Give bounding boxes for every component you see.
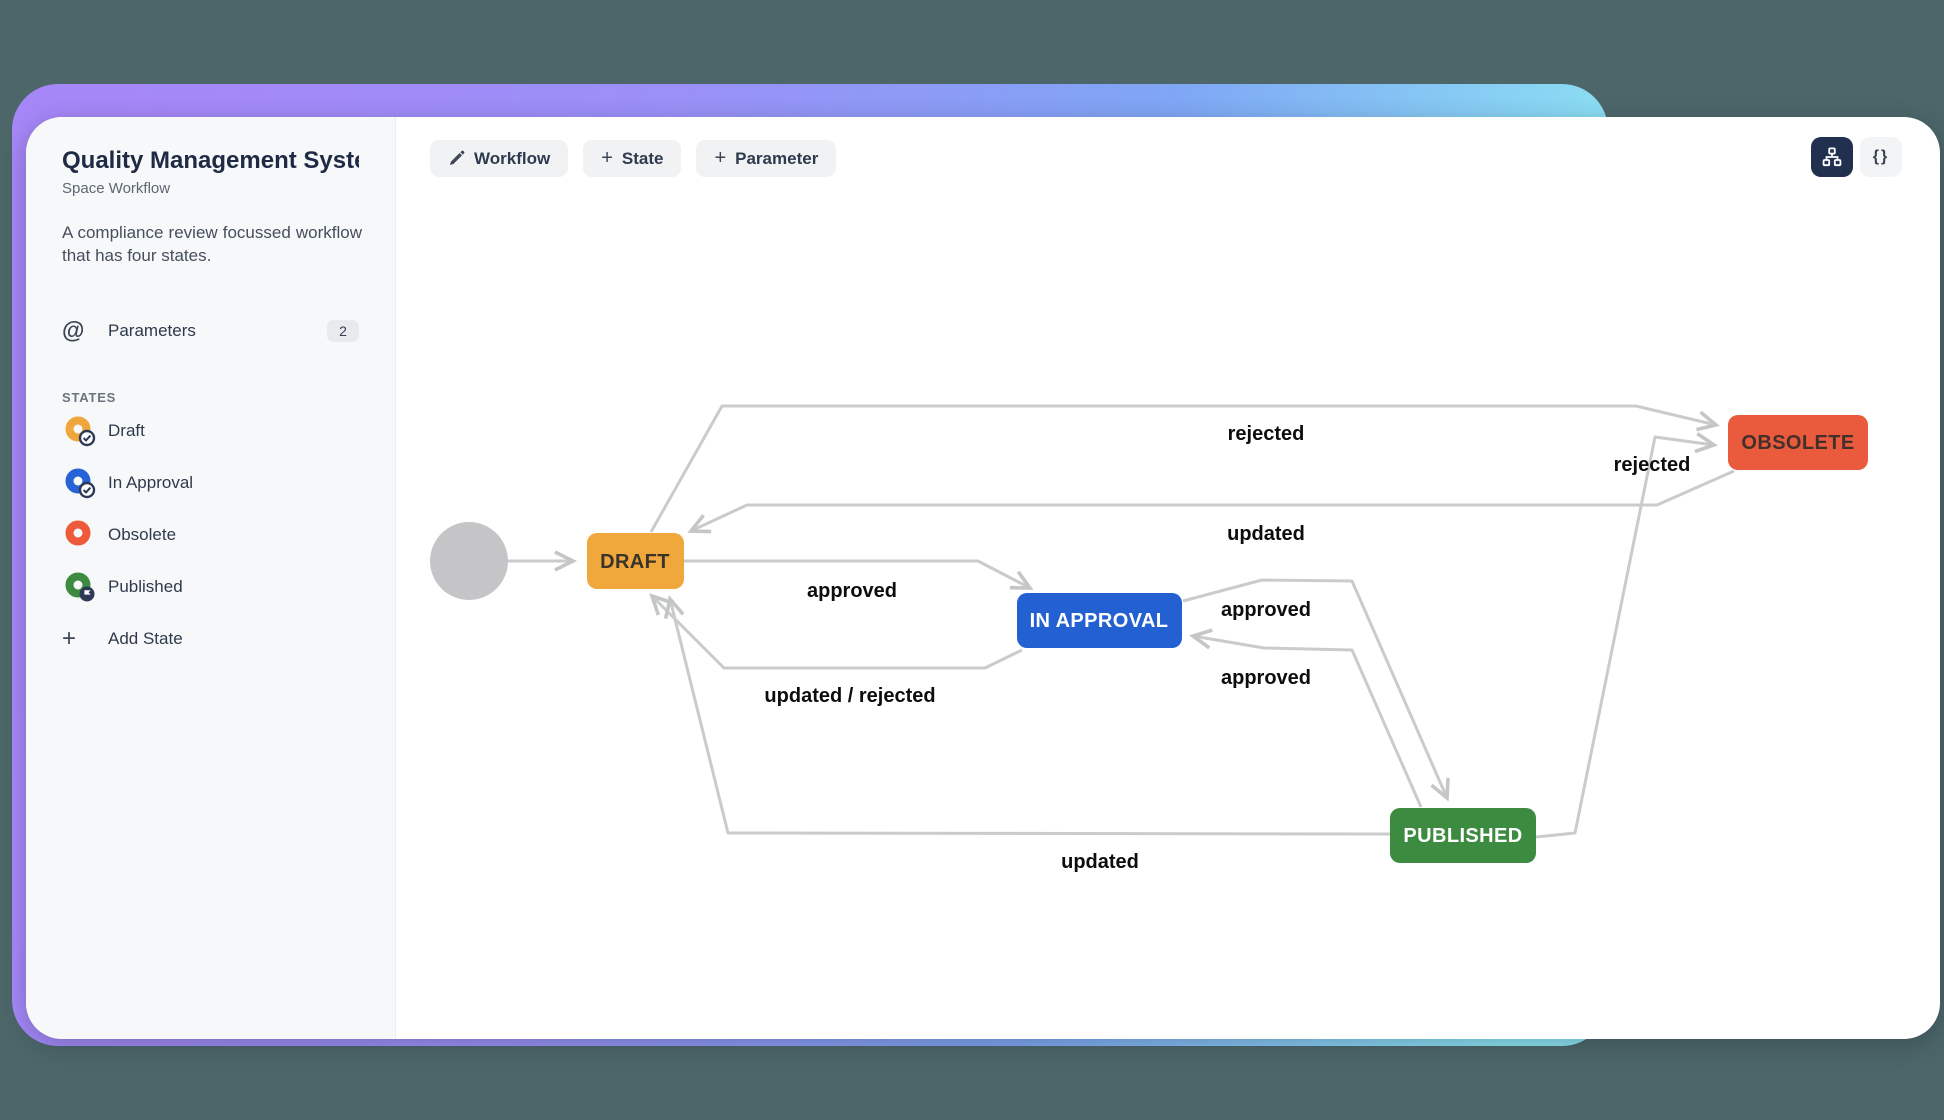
code-icon: {} [1872, 148, 1890, 165]
parameters-label: Parameters [108, 320, 196, 340]
code-view-button[interactable]: {} [1860, 137, 1902, 177]
obsolete-state-icon [62, 518, 108, 552]
node-label: DRAFT [600, 551, 670, 573]
state-label: Draft [108, 421, 145, 440]
view-toggle: {} [1811, 137, 1902, 177]
node-in-approval[interactable]: IN APPROVAL [1017, 593, 1182, 648]
workflow-description: A compliance review focussed workflow th… [62, 223, 362, 265]
node-label: IN APPROVAL [1030, 610, 1169, 632]
sidebar-item-in-approval[interactable]: In Approval [62, 457, 359, 509]
sitemap-icon [1822, 147, 1842, 167]
canvas-toolbar: Workflow + State + Parameter [430, 140, 837, 177]
add-state-label: Add State [108, 629, 183, 648]
node-draft[interactable]: DRAFT [587, 533, 684, 589]
node-label: PUBLISHED [1403, 825, 1522, 847]
state-label: Published [108, 577, 183, 596]
sidebar: Quality Management Syste... Space Workfl… [26, 117, 396, 1039]
check-badge-icon [82, 434, 92, 442]
page-title: Quality Management Syste... [62, 147, 359, 174]
diagram-view-button[interactable] [1811, 137, 1853, 177]
states-section-header: STATES [62, 390, 117, 405]
sidebar-item-parameters[interactable]: @ Parameters 2 [62, 317, 359, 344]
state-label: Obsolete [108, 525, 177, 544]
node-label: OBSOLETE [1741, 432, 1854, 454]
plus-icon: + [62, 625, 77, 652]
in-approval-state-icon [62, 466, 108, 500]
add-state-toolbar-button[interactable]: + State [583, 140, 682, 177]
draft-state-icon [62, 414, 108, 448]
sidebar-item-obsolete[interactable]: Obsolete [62, 509, 359, 561]
add-parameter-toolbar-button[interactable]: + Parameter [696, 140, 837, 177]
at-icon: @ [62, 317, 85, 343]
workflow-editor-window: Quality Management Syste... Space Workfl… [26, 117, 1940, 1039]
state-button-label: State [621, 148, 664, 168]
sidebar-item-draft[interactable]: Draft [62, 405, 359, 457]
node-obsolete[interactable]: OBSOLETE [1728, 415, 1868, 470]
parameters-count-badge: 2 [327, 319, 359, 342]
start-node[interactable] [430, 522, 508, 600]
published-state-icon [62, 570, 108, 604]
plus-icon: + [601, 147, 613, 169]
edit-workflow-button[interactable]: Workflow [430, 140, 569, 177]
plus-icon: + [714, 147, 727, 169]
sidebar-item-published[interactable]: Published [62, 561, 359, 613]
node-published[interactable]: PUBLISHED [1390, 808, 1536, 863]
workflow-button-label: Workflow [474, 148, 551, 168]
pencil-icon [450, 150, 465, 165]
state-label: In Approval [108, 473, 194, 492]
parameter-button-label: Parameter [735, 148, 819, 168]
page-subtitle: Space Workflow [62, 180, 171, 197]
flag-badge-icon [84, 590, 91, 599]
check-badge-icon [82, 486, 92, 494]
add-state-button[interactable]: + Add State [62, 613, 359, 665]
